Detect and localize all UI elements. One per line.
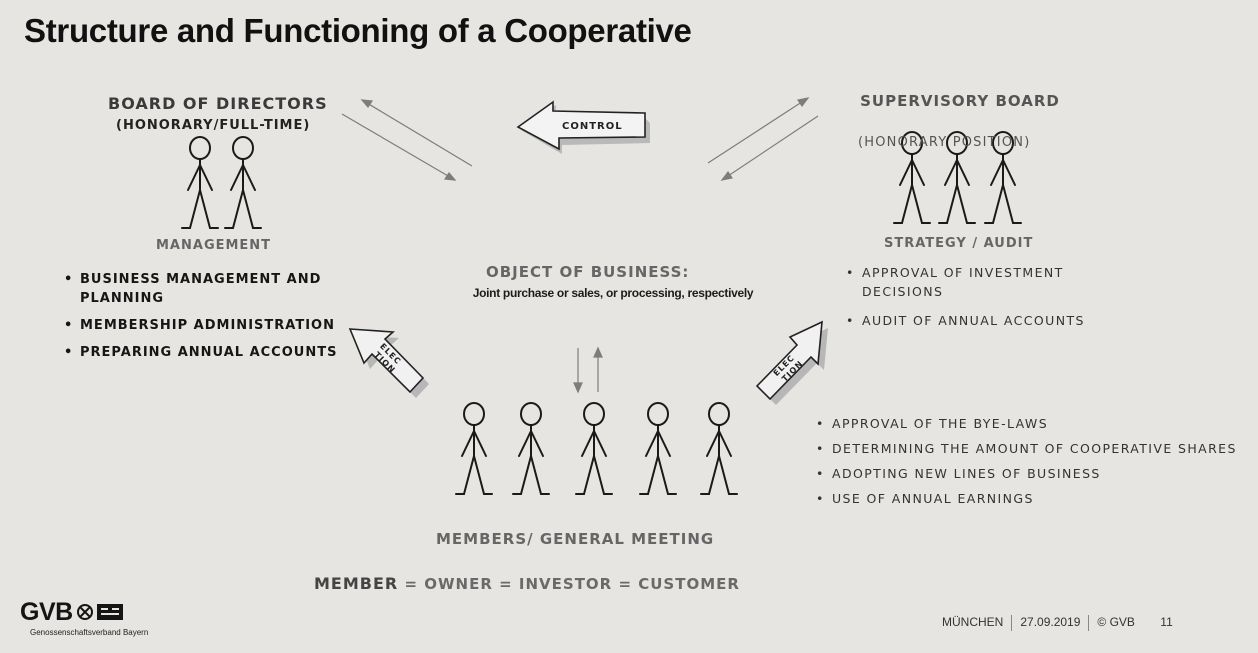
page-number: 11 (1160, 615, 1173, 630)
person-icon (639, 402, 677, 495)
equation-member: MEMBER (314, 574, 399, 593)
general-meeting-tasks-list: APPROVAL OF THE BYE-LAWS DETERMINING THE… (812, 414, 1258, 514)
arrow-head-icon (360, 99, 374, 108)
object-of-business-text: Joint purchase or sales, or processing, … (472, 286, 754, 300)
list-item: AUDIT OF ANNUAL ACCOUNTS (842, 311, 1142, 330)
slide-title: Structure and Functioning of a Cooperati… (24, 12, 692, 49)
arrow-head-icon (797, 97, 810, 108)
footer-city: MÜNCHEN (942, 615, 1004, 630)
relation-arrows (341, 97, 819, 394)
logo-text: GVB (20, 598, 73, 626)
arrow-head-icon (443, 172, 457, 181)
logo-mark (77, 604, 123, 620)
supervisory-board-title: SUPERVISORY BOARD (860, 92, 1060, 110)
arrow-head-icon (720, 170, 733, 181)
equation-rest: = OWNER = INVESTOR = CUSTOMER (404, 575, 740, 593)
person-icon (575, 402, 613, 495)
person-icon (700, 402, 738, 495)
person-icon (224, 136, 262, 229)
person-icon (181, 136, 219, 229)
control-arrow: CONTROL (516, 100, 650, 154)
arrow-head-icon (573, 382, 583, 394)
member-figures (455, 402, 738, 495)
control-label: CONTROL (562, 121, 623, 132)
supervisory-board-subtitle: (HONORARY POSITION) (858, 135, 1031, 150)
list-item: APPROVAL OF THE BYE-LAWS (812, 414, 1258, 433)
list-item: PREPARING ANNUAL ACCOUNTS (60, 343, 380, 362)
management-tasks-list: BUSINESS MANAGEMENT AND PLANNING MEMBERS… (60, 270, 380, 370)
board-of-directors-title: BOARD OF DIRECTORS (108, 94, 328, 113)
arrow-head-icon (593, 346, 603, 358)
list-item: APPROVAL OF INVESTMENT DECISIONS (842, 263, 1142, 301)
object-of-business-title: OBJECT OF BUSINESS: (486, 263, 690, 281)
board-figures (181, 136, 262, 229)
list-item: ADOPTING NEW LINES OF BUSINESS (812, 464, 1258, 483)
footer-divider (1011, 615, 1013, 631)
election-arrow-right: ELEC TION (755, 320, 828, 405)
list-item: MEMBERSHIP ADMINISTRATION (60, 316, 380, 335)
list-item: BUSINESS MANAGEMENT AND PLANNING (60, 270, 380, 308)
arrow-to-supervisory (707, 97, 809, 164)
list-item: DETERMINING THE AMOUNT OF COOPERATIVE SH… (812, 439, 1258, 458)
management-label: MANAGEMENT (156, 238, 272, 253)
arrow-to-board (361, 99, 473, 167)
logo-subtitle: Genossenschaftsverband Bayern (30, 628, 149, 637)
supervisory-tasks-list: APPROVAL OF INVESTMENT DECISIONS AUDIT O… (842, 263, 1142, 340)
footer-copyright: © GVB (1097, 615, 1135, 630)
footer-date: 27.09.2019 (1020, 615, 1081, 630)
footer-divider (1088, 615, 1090, 631)
member-equation: MEMBER = OWNER = INVESTOR = CUSTOMER (314, 574, 740, 593)
members-general-meeting-title: MEMBERS/ GENERAL MEETING (436, 530, 715, 548)
arrow-from-board (341, 113, 456, 181)
slide-footer: MÜNCHEN 27.09.2019 © GVB 11 (942, 615, 1173, 631)
person-icon (512, 402, 550, 495)
arrow-from-supervisory (721, 115, 819, 181)
list-item: USE OF ANNUAL EARNINGS (812, 489, 1258, 508)
person-icon (455, 402, 493, 495)
strategy-audit-label: STRATEGY / AUDIT (884, 236, 1034, 251)
board-of-directors-subtitle: (HONORARY/FULL-TIME) (116, 118, 311, 133)
